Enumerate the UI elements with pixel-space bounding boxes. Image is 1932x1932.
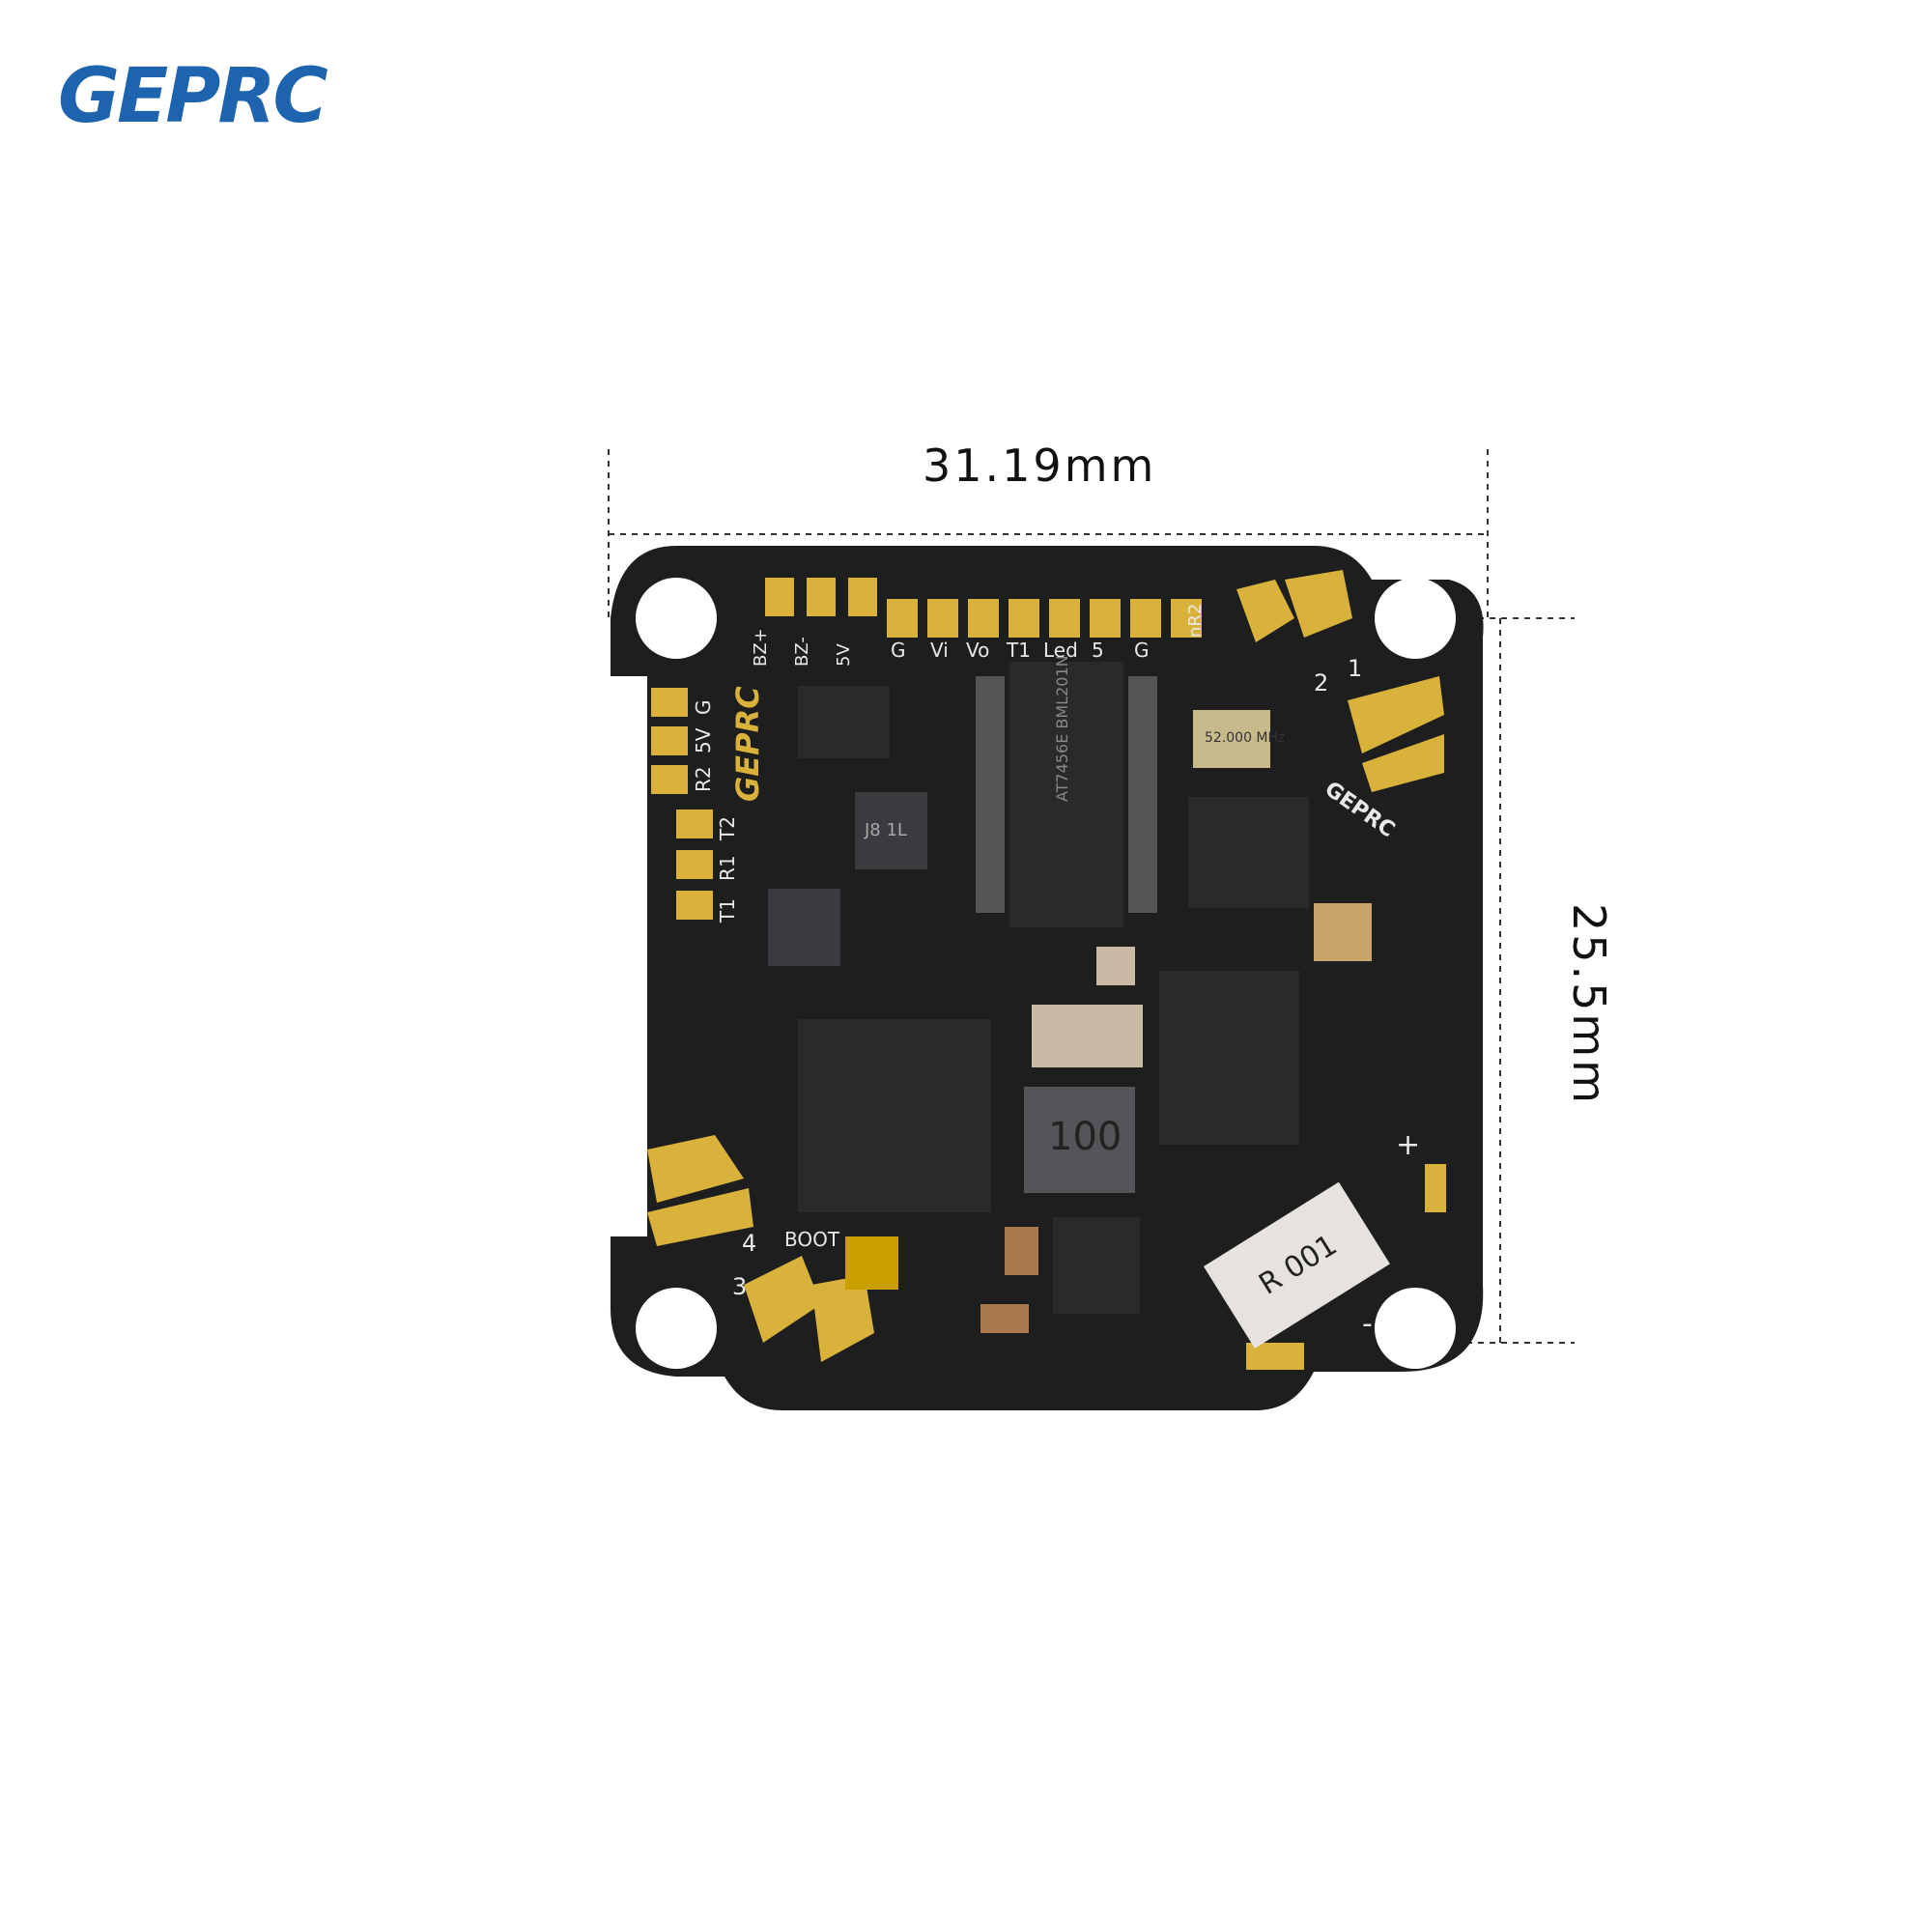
silk-g2: G [1134,639,1150,662]
pad-t2 [676,810,713,838]
pad-g [887,599,918,638]
silk-motor-1: 1 [1348,655,1362,682]
pad-bz-plus [765,578,794,616]
mount-hole-br [1375,1288,1456,1369]
top-pads [765,578,1202,638]
left-pads [651,688,713,920]
silk-t1-left: T1 [716,898,739,923]
silk-g: G [891,639,906,662]
pad-t1-left [676,891,713,920]
silk-plus: + [1396,1128,1420,1162]
silk-t1: T1 [1006,639,1031,662]
mount-hole-bl [636,1288,717,1369]
capacitor-1 [1005,1227,1038,1275]
power-ic [1053,1217,1140,1314]
motor-pad-2 [1236,580,1294,642]
pad-5v-left [651,726,688,755]
silk-boot: BOOT [784,1228,840,1251]
mcu-chip [798,1019,991,1212]
mount-hole-tr [1375,578,1456,659]
silk-motor-4: 4 [742,1230,756,1257]
silk-5v-left: 5V [692,727,715,753]
width-dimension-label: 31.19mm [923,440,1157,492]
capacitor-bank [1032,1005,1143,1067]
pad-5v [848,578,877,616]
mount-hole-tl [636,578,717,659]
pad-r1 [676,850,713,879]
silk-5: 5 [1092,639,1104,662]
pad-5 [1090,599,1121,638]
motor-pad-4 [647,1135,744,1203]
osd-chip-pins-right [1128,676,1157,913]
antenna-connector [1314,903,1372,961]
osd-chip [1009,662,1123,927]
diode-text: J8 1L [864,820,907,840]
silk-bz-minus: BZ- [792,637,812,667]
components [768,662,1390,1349]
silk-logo-left: GEPRC [729,686,766,802]
regulator-chip [798,686,890,758]
shunt-resistor [1203,1181,1390,1349]
geprc-logo: GEPRC [58,48,377,145]
pos-pad [1425,1164,1446,1212]
silk-5v: 5V [834,643,854,667]
chip-text: AT7456E BML201N [1053,655,1071,802]
silk-vo: Vo [966,639,989,662]
motor-pad-3 [744,1256,821,1343]
pad-vi [927,599,958,638]
silk-led: Led [1043,639,1078,662]
silk-g-left: G [692,700,715,716]
receiver-chip [1188,797,1309,908]
silk-bz-plus: BZ+ [751,628,771,667]
inductor-text: 100 [1048,1115,1122,1159]
mounting-holes [636,578,1456,1369]
pad-r2 [651,688,688,717]
motor-pad-4b [647,1188,753,1246]
silk-vi: Vi [930,639,949,662]
pad-g-left [651,765,688,794]
boot-button [845,1236,898,1290]
gyro-chip [1159,971,1299,1145]
silk-r1: R1 [716,855,739,881]
motor-pad-3b [811,1275,874,1362]
motor-pads [647,570,1446,1370]
diode-1 [855,792,927,869]
motor-pad-1c [1362,734,1444,792]
motor-pad-1 [1285,570,1352,638]
pad-led [1049,599,1080,638]
osd-chip-pins-left [976,676,1005,913]
capacitor-3 [1096,947,1135,985]
pad-g2 [1130,599,1161,638]
capacitor-2 [980,1304,1029,1333]
motor-pad-1b [1348,676,1444,753]
silk-nr2: nR2 [1185,604,1206,638]
silk-r2: R2 [692,766,715,792]
silk-motor-3: 3 [732,1273,747,1300]
pad-nr2 [1171,599,1202,638]
crystal [1193,710,1270,768]
crystal-text: 52.000 MHz [1205,730,1285,746]
silk-minus: - [1362,1307,1373,1341]
pad-bz-minus [807,578,836,616]
silk-t2: T2 [716,816,739,841]
diode-2 [768,889,840,966]
silk-motor-2: 2 [1314,669,1328,696]
inductor [1024,1087,1135,1193]
pad-t1 [1009,599,1039,638]
pad-vo [968,599,999,638]
logo-text: GEPRC [58,53,328,140]
